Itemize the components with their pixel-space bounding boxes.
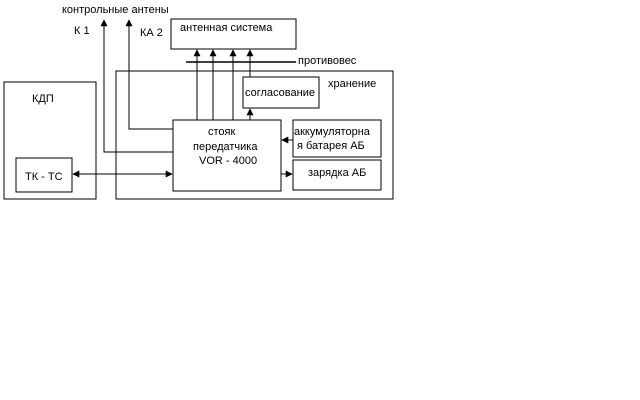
battery-label-2: я батарея АБ: [297, 140, 365, 152]
k1-feed-line: [100, 19, 173, 153]
antenna-system-label: антенная система: [180, 22, 273, 34]
ka2-label: КА 2: [140, 27, 163, 39]
transmitter-label-2: передатчика: [193, 141, 258, 153]
tk-ts-box: [15, 157, 73, 193]
antenna-system-box: [170, 18, 297, 50]
charger-label: зарядка АБ: [308, 167, 366, 179]
k1-label: К 1: [74, 25, 90, 37]
control-antennas-label: контрольные антены: [62, 4, 169, 16]
matching-label: согласование: [245, 87, 315, 99]
storage-box: [115, 70, 394, 200]
kdp-box: [3, 81, 97, 200]
tk-ts-label: ТК - ТС: [25, 171, 63, 183]
transmitter-label-3: VOR - 4000: [199, 155, 257, 167]
transmitter-box: [172, 119, 282, 192]
charger-box: [292, 159, 382, 191]
battery-label-1: аккумуляторна: [294, 126, 371, 138]
kdp-label: КДП: [32, 93, 54, 105]
ka2-feed-line: [125, 19, 173, 130]
matching-box: [242, 76, 320, 109]
storage-label: хранение: [328, 78, 376, 90]
transmitter-label-1: стояк: [208, 126, 235, 138]
battery-box: [292, 119, 382, 158]
counterpoise-label: противовес: [298, 55, 357, 67]
